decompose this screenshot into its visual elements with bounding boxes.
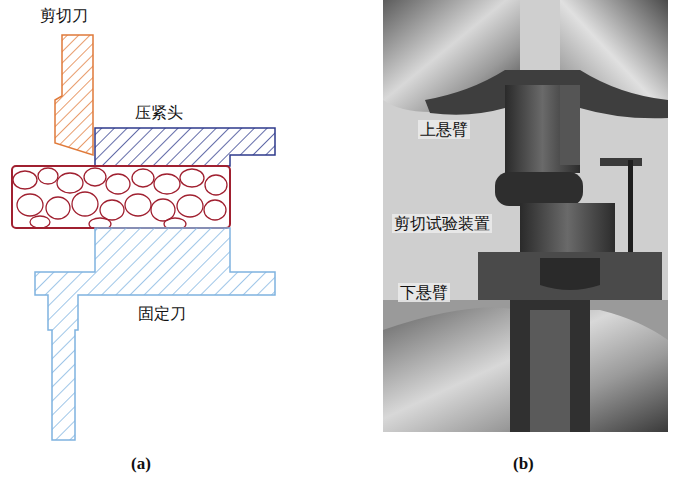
- stone: [125, 194, 151, 216]
- stone: [72, 192, 98, 216]
- stone: [204, 200, 226, 220]
- stone: [205, 175, 227, 195]
- part-label: 下悬臂: [398, 283, 450, 302]
- stone: [89, 218, 111, 228]
- subfigure-label: (b): [513, 454, 534, 474]
- part-label: 压紧头: [135, 103, 183, 122]
- stone: [106, 174, 130, 194]
- stone: [57, 173, 83, 193]
- stone: [84, 168, 106, 186]
- part-label: 上悬臂: [418, 120, 470, 139]
- stone: [164, 218, 186, 228]
- shear-blade: [55, 35, 93, 155]
- stone: [177, 195, 203, 217]
- stone: [30, 216, 50, 228]
- stone: [132, 169, 154, 187]
- part-label: 剪切试验装置: [392, 214, 492, 233]
- fixed-blade: [35, 228, 275, 440]
- stone: [17, 194, 43, 216]
- stone: [154, 174, 180, 194]
- stone: [100, 200, 124, 220]
- stone: [38, 168, 58, 184]
- stone: [13, 171, 37, 189]
- clamp-head: [95, 128, 275, 166]
- stone: [46, 197, 70, 219]
- part-label: 剪切刀: [40, 6, 88, 25]
- stone: [180, 169, 204, 187]
- test-photo: [383, 0, 668, 432]
- rock-specimen: [12, 166, 230, 230]
- subfigure-label: (a): [131, 454, 151, 474]
- part-label: 固定刀: [138, 304, 186, 323]
